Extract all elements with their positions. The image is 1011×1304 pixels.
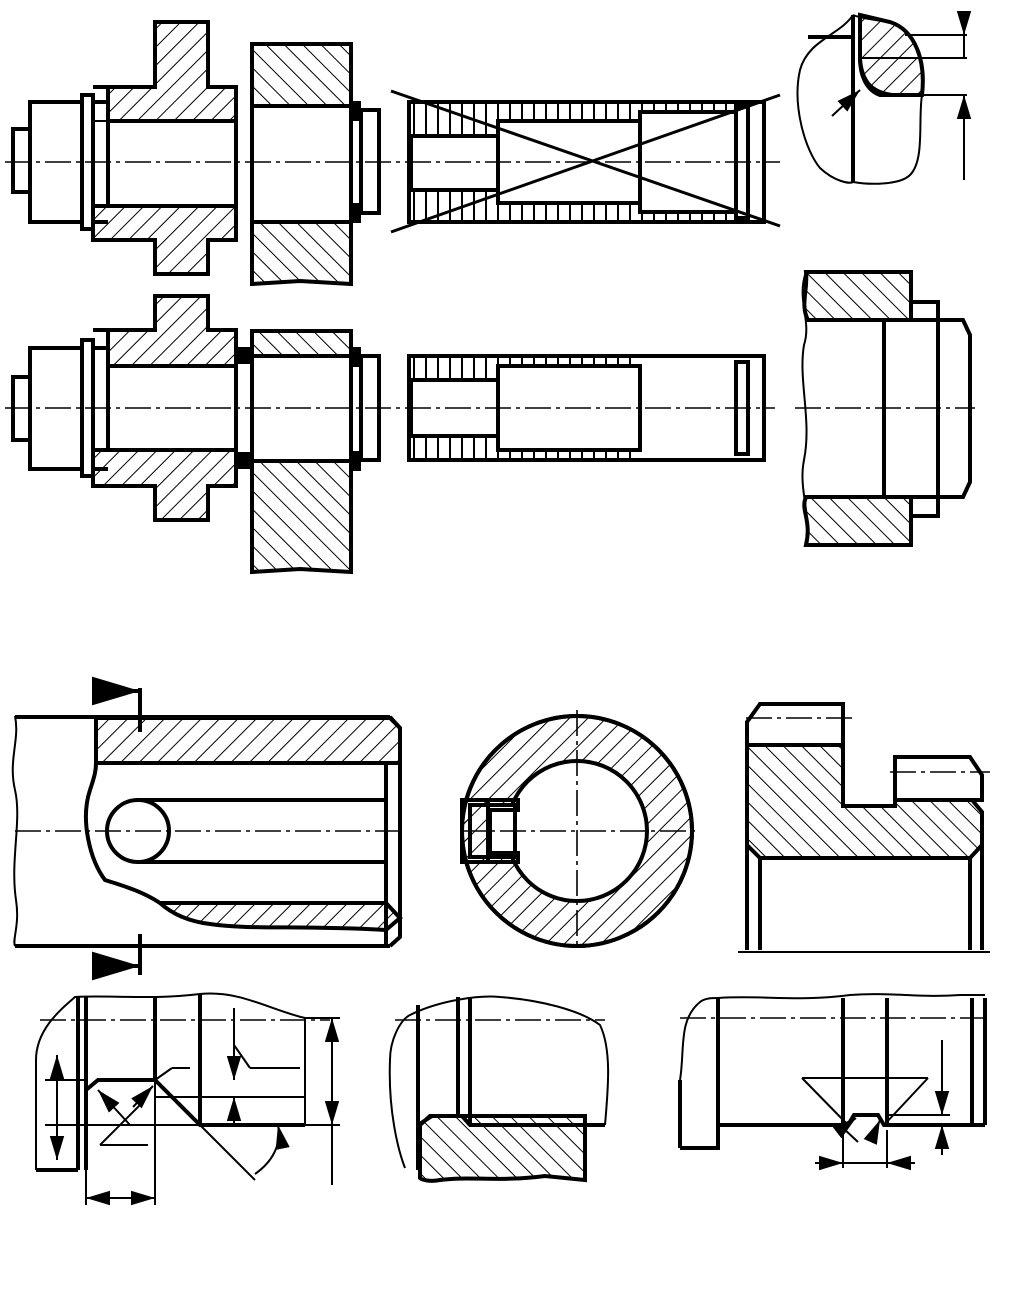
v-groove-view [678,993,990,1171]
shaft-with-bushing-view [388,995,610,1183]
bolt-joint-wrong-view [5,20,781,287]
flange-lower [91,204,238,276]
plate-lower [250,220,353,287]
detail-fillet-view [796,11,972,185]
key-slot-section-view [460,710,700,950]
plate-upper [250,42,353,108]
bolt-joint-correct-view [5,294,775,575]
cross-out-line-1 [390,89,781,228]
detail-end-chamfer-view [795,270,975,547]
key-slot-longitudinal-view [11,676,405,981]
flange-upper [93,20,238,123]
cross-out-line-2 [390,93,781,234]
groove-shoulder-view [35,992,340,1206]
stepped-bushing-view [738,702,990,953]
